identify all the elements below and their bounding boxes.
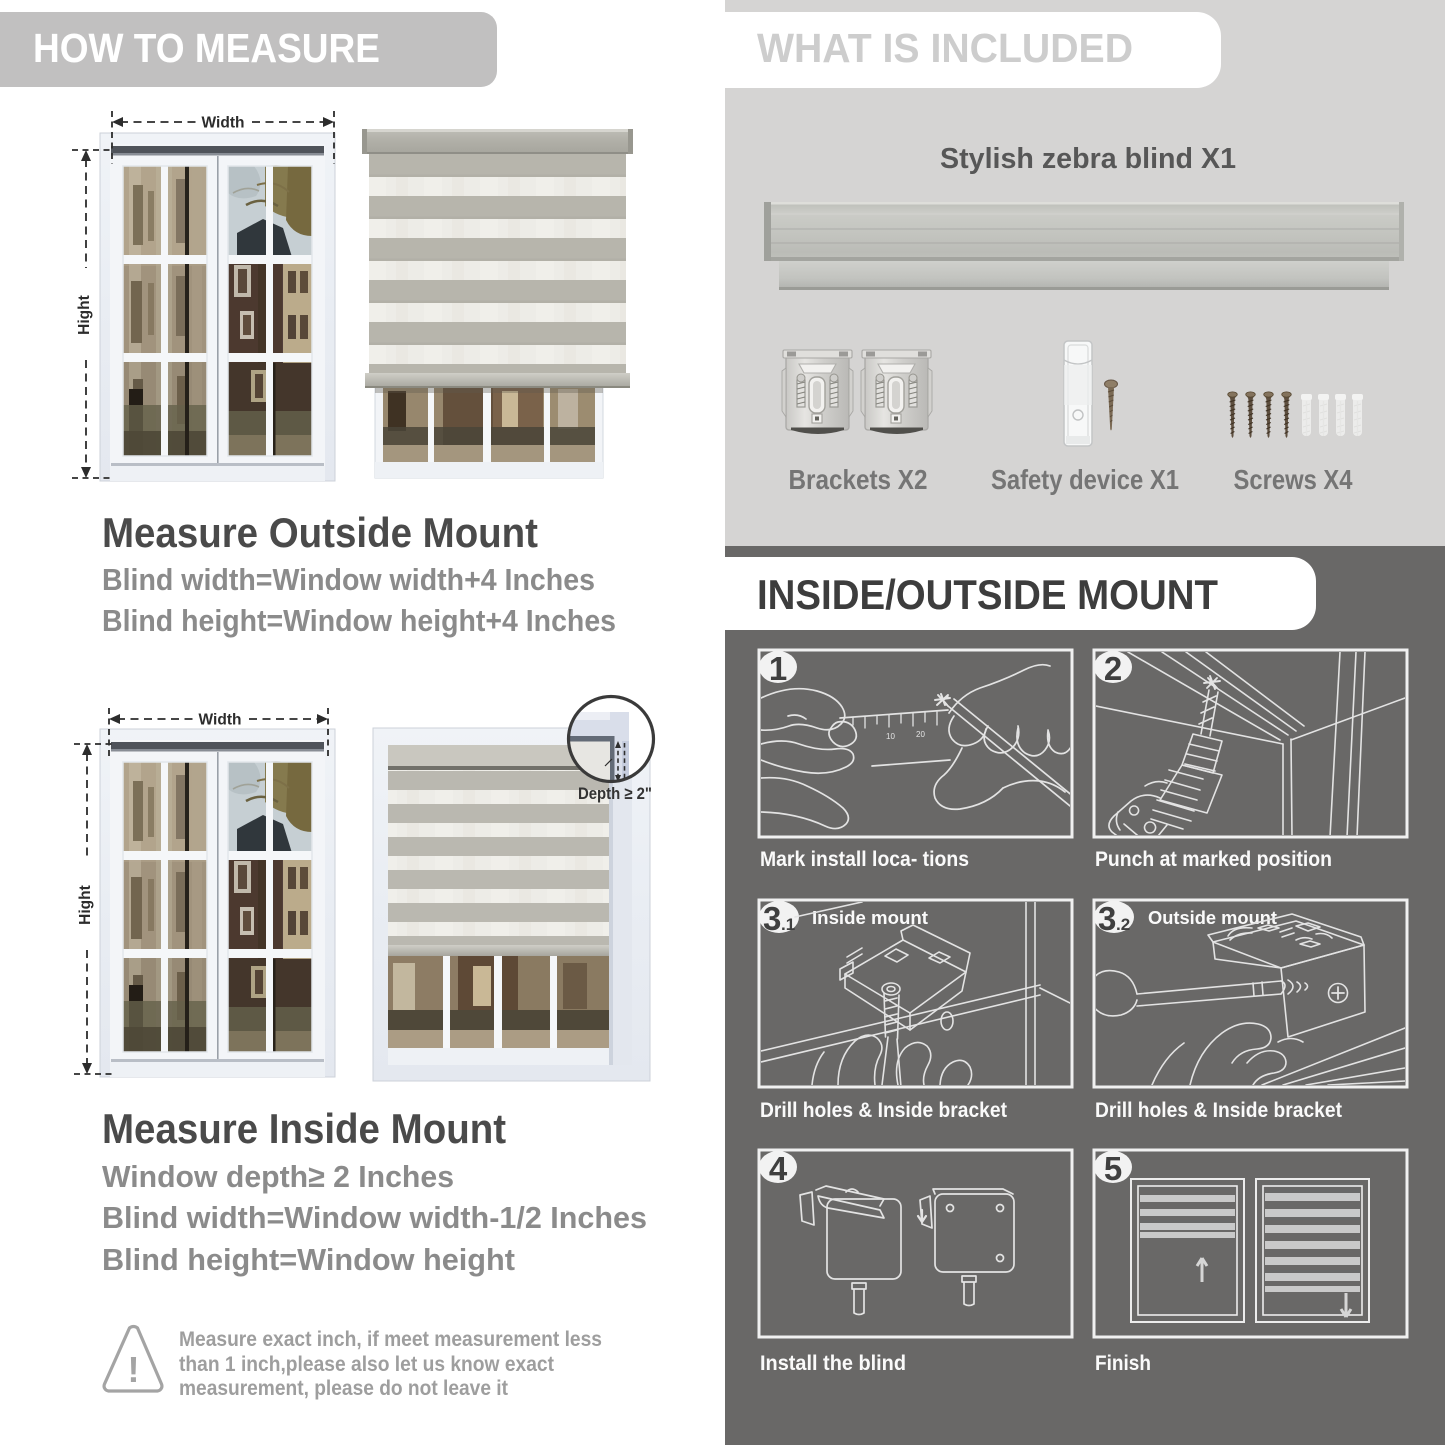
- svg-text:Blind height=Window height+4 I: Blind height=Window height+4 Inches: [102, 603, 616, 638]
- svg-text:than 1 inch,please also let us: than 1 inch,please also let us know exac…: [179, 1352, 554, 1376]
- svg-text:20: 20: [916, 730, 925, 739]
- svg-text:Width: Width: [202, 115, 245, 132]
- svg-text:Drill holes & Inside bracket: Drill holes & Inside bracket: [1095, 1098, 1342, 1122]
- svg-text:10: 10: [886, 732, 895, 741]
- svg-text:Blind width=Window width-1/2 I: Blind width=Window width-1/2 Inches: [102, 1200, 647, 1235]
- svg-text:Punch at marked position: Punch at marked position: [1095, 847, 1332, 871]
- svg-text:2: 2: [1104, 650, 1122, 687]
- svg-text:WHAT IS INCLUDED: WHAT IS INCLUDED: [757, 25, 1133, 71]
- svg-text:Hight: Hight: [77, 885, 94, 925]
- svg-text:Safety device X1: Safety device X1: [991, 464, 1179, 495]
- svg-text:Measure Inside Mount: Measure Inside Mount: [102, 1105, 506, 1152]
- svg-text:5: 5: [1104, 1150, 1122, 1187]
- svg-text:Finish: Finish: [1095, 1351, 1151, 1375]
- svg-text:HOW TO MEASURE: HOW TO MEASURE: [33, 25, 380, 71]
- svg-text:4: 4: [769, 1150, 788, 1187]
- svg-text:Width: Width: [199, 712, 242, 729]
- svg-text:Blind width=Window width+4 Inc: Blind width=Window width+4 Inches: [102, 562, 595, 597]
- svg-text:measurement, please do not lea: measurement, please do not leave it: [179, 1376, 508, 1400]
- svg-text:Mark install loca- tions: Mark install loca- tions: [760, 847, 969, 871]
- svg-text:INSIDE/OUTSIDE MOUNT: INSIDE/OUTSIDE MOUNT: [757, 571, 1218, 618]
- svg-text:Brackets X2: Brackets X2: [789, 464, 928, 495]
- svg-text:.1: .1: [781, 915, 795, 934]
- svg-text:3: 3: [763, 900, 781, 937]
- svg-text:Inside mount: Inside mount: [812, 908, 928, 928]
- svg-text:Drill holes & Inside bracket: Drill holes & Inside bracket: [760, 1098, 1007, 1122]
- svg-text:Outside mount: Outside mount: [1148, 908, 1277, 928]
- svg-text:Measure Outside Mount: Measure Outside Mount: [102, 509, 538, 556]
- svg-text:.2: .2: [1116, 915, 1130, 934]
- svg-text:Screws X4: Screws X4: [1234, 464, 1353, 495]
- svg-text:Install the blind: Install the blind: [760, 1351, 906, 1375]
- svg-text:Stylish zebra blind X1: Stylish zebra blind X1: [940, 143, 1236, 175]
- svg-text:Window depth≥ 2 Inches: Window depth≥ 2 Inches: [102, 1159, 454, 1194]
- svg-text:3: 3: [1098, 900, 1116, 937]
- svg-text:Hight: Hight: [76, 295, 93, 335]
- svg-text:Depth ≥ 2": Depth ≥ 2": [578, 784, 652, 803]
- svg-text:1: 1: [769, 650, 787, 687]
- svg-text:!: !: [128, 1349, 140, 1390]
- svg-text:Measure exact inch, if meet me: Measure exact inch, if meet measurement …: [179, 1327, 602, 1351]
- svg-text:Blind height=Window height: Blind height=Window height: [102, 1242, 515, 1277]
